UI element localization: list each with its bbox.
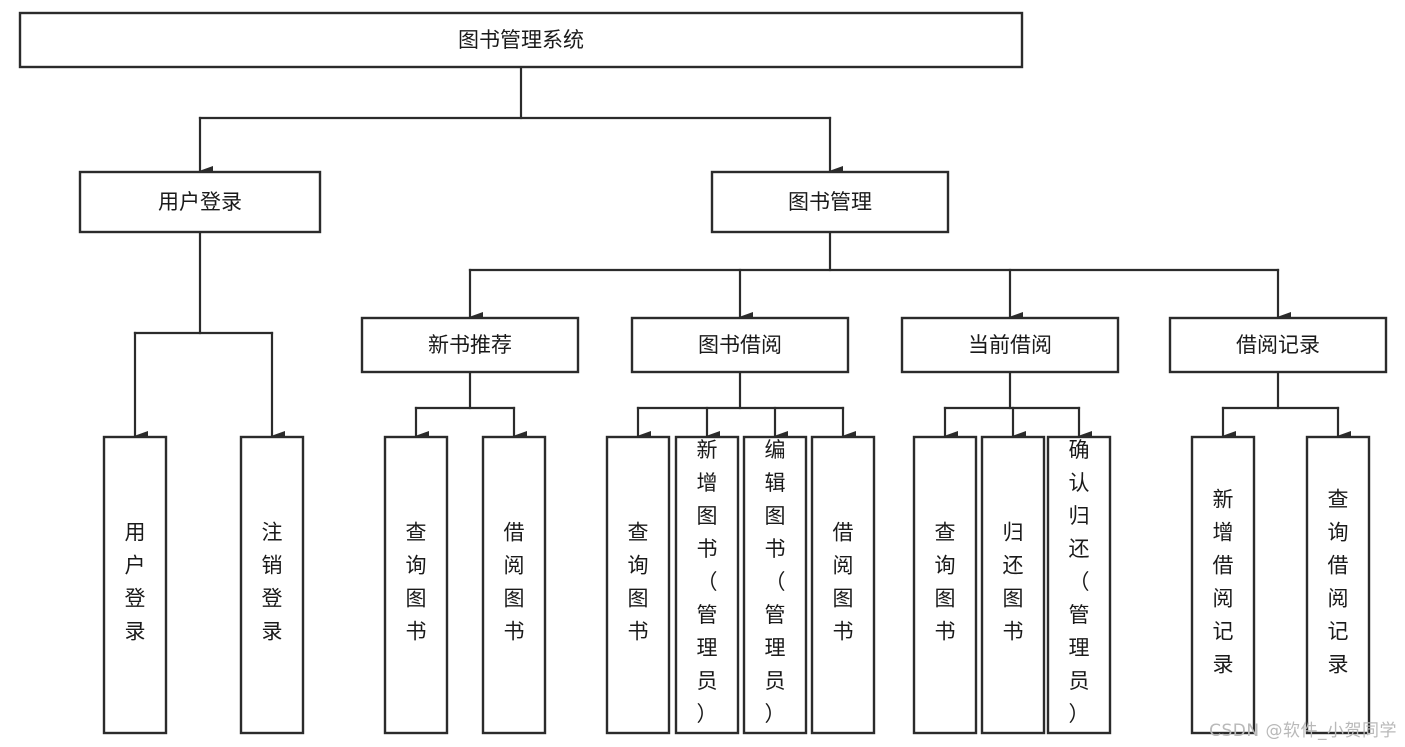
node-leaf-3-借阅图书-label: 借阅图书 xyxy=(504,521,525,644)
node-root-图书管理系统-rect xyxy=(18,11,1024,69)
node-leaf-6-编辑图书管理员-label: 编辑图书（管理员） xyxy=(765,438,786,726)
node-leaf-10-确认归还管理员-label: 确认归还（管理员） xyxy=(1069,438,1090,726)
node-l2-用户登录-label: 用户登录 xyxy=(158,190,242,214)
node-l3-当前借阅-rect xyxy=(900,316,1120,374)
node-l3-借阅记录-rect xyxy=(1168,316,1388,374)
node-leaf-9-归还图书-label: 归还图书 xyxy=(1003,521,1024,644)
node-l3-当前借阅-label: 当前借阅 xyxy=(968,333,1052,357)
node-root-图书管理系统-label: 图书管理系统 xyxy=(458,28,584,52)
branch-root xyxy=(198,65,843,176)
node-leaf-10-确认归还管理员-rect xyxy=(1046,435,1112,735)
node-l2-图书管理-label: 图书管理 xyxy=(788,190,872,214)
node-leaf-8-查询图书[interactable]: 查询图书 xyxy=(912,435,978,735)
node-l3-借阅记录-label: 借阅记录 xyxy=(1236,333,1320,357)
node-leaf-7-借阅图书-label: 借阅图书 xyxy=(833,521,854,644)
branch-图书借阅 xyxy=(636,370,856,441)
node-l3-图书借阅-rect xyxy=(630,316,850,374)
node-leaf-1-注销登录[interactable]: 注销登录 xyxy=(239,435,305,735)
node-leaf-12-查询借阅记录[interactable]: 查询借阅记录 xyxy=(1305,435,1371,735)
node-leaf-2-查询图书[interactable]: 查询图书 xyxy=(383,435,449,735)
node-l3-新书推荐-rect xyxy=(360,316,580,374)
node-leaf-1-注销登录-rect xyxy=(239,435,305,735)
node-leaf-12-查询借阅记录-label: 查询借阅记录 xyxy=(1328,488,1349,677)
branch-book-mgmt xyxy=(468,230,1291,322)
node-leaf-5-新增图书管理员-label: 新增图书（管理员） xyxy=(697,438,718,726)
node-l3-新书推荐-label: 新书推荐 xyxy=(428,333,512,357)
node-l3-新书推荐[interactable]: 新书推荐 xyxy=(360,316,580,374)
node-root-图书管理系统[interactable]: 图书管理系统 xyxy=(18,11,1024,69)
node-leaf-0-用户登录-label: 用户登录 xyxy=(125,521,146,644)
node-leaf-1-注销登录-label: 注销登录 xyxy=(262,521,283,644)
boxes-layer: 图书管理系统用户登录图书管理新书推荐图书借阅当前借阅借阅记录用户登录注销登录查询… xyxy=(18,11,1388,735)
node-l2-图书管理-rect xyxy=(710,170,950,234)
node-leaf-8-查询图书-rect xyxy=(912,435,978,735)
node-l2-用户登录-rect xyxy=(78,170,322,234)
node-leaf-11-新增借阅记录-rect xyxy=(1190,435,1256,735)
node-l3-图书借阅-label: 图书借阅 xyxy=(698,333,782,357)
node-leaf-0-用户登录-rect xyxy=(102,435,168,735)
node-leaf-9-归还图书-rect xyxy=(980,435,1046,735)
node-leaf-7-借阅图书[interactable]: 借阅图书 xyxy=(810,435,876,735)
node-leaf-2-查询图书-label: 查询图书 xyxy=(406,521,427,644)
node-leaf-9-归还图书[interactable]: 归还图书 xyxy=(980,435,1046,735)
node-leaf-8-查询图书-label: 查询图书 xyxy=(935,521,956,644)
connectors-layer xyxy=(133,65,1351,441)
node-leaf-3-借阅图书-rect xyxy=(481,435,547,735)
node-leaf-6-编辑图书管理员-rect xyxy=(742,435,808,735)
branch-借阅记录 xyxy=(1221,370,1351,441)
node-leaf-10-确认归还管理员[interactable]: 确认归还（管理员） xyxy=(1046,435,1112,735)
branch-user-login xyxy=(133,230,285,441)
node-leaf-0-用户登录[interactable]: 用户登录 xyxy=(102,435,168,735)
node-l3-借阅记录[interactable]: 借阅记录 xyxy=(1168,316,1388,374)
branch-当前借阅 xyxy=(943,370,1092,441)
node-l2-用户登录[interactable]: 用户登录 xyxy=(78,170,322,234)
node-leaf-11-新增借阅记录-label: 新增借阅记录 xyxy=(1213,488,1234,677)
node-leaf-7-借阅图书-rect xyxy=(810,435,876,735)
node-leaf-5-新增图书管理员-rect xyxy=(674,435,740,735)
node-leaf-4-查询图书-label: 查询图书 xyxy=(628,521,649,644)
node-leaf-4-查询图书-rect xyxy=(605,435,671,735)
node-leaf-2-查询图书-rect xyxy=(383,435,449,735)
watermark-text: CSDN @软件_小贺同学 xyxy=(1209,721,1397,741)
branch-新书推荐 xyxy=(414,370,527,441)
node-leaf-5-新增图书管理员[interactable]: 新增图书（管理员） xyxy=(674,435,740,735)
node-leaf-3-借阅图书[interactable]: 借阅图书 xyxy=(481,435,547,735)
node-leaf-6-编辑图书管理员[interactable]: 编辑图书（管理员） xyxy=(742,435,808,735)
node-leaf-11-新增借阅记录[interactable]: 新增借阅记录 xyxy=(1190,435,1256,735)
node-l3-当前借阅[interactable]: 当前借阅 xyxy=(900,316,1120,374)
node-leaf-12-查询借阅记录-rect xyxy=(1305,435,1371,735)
node-leaf-4-查询图书[interactable]: 查询图书 xyxy=(605,435,671,735)
node-l2-图书管理[interactable]: 图书管理 xyxy=(710,170,950,234)
node-l3-图书借阅[interactable]: 图书借阅 xyxy=(630,316,850,374)
